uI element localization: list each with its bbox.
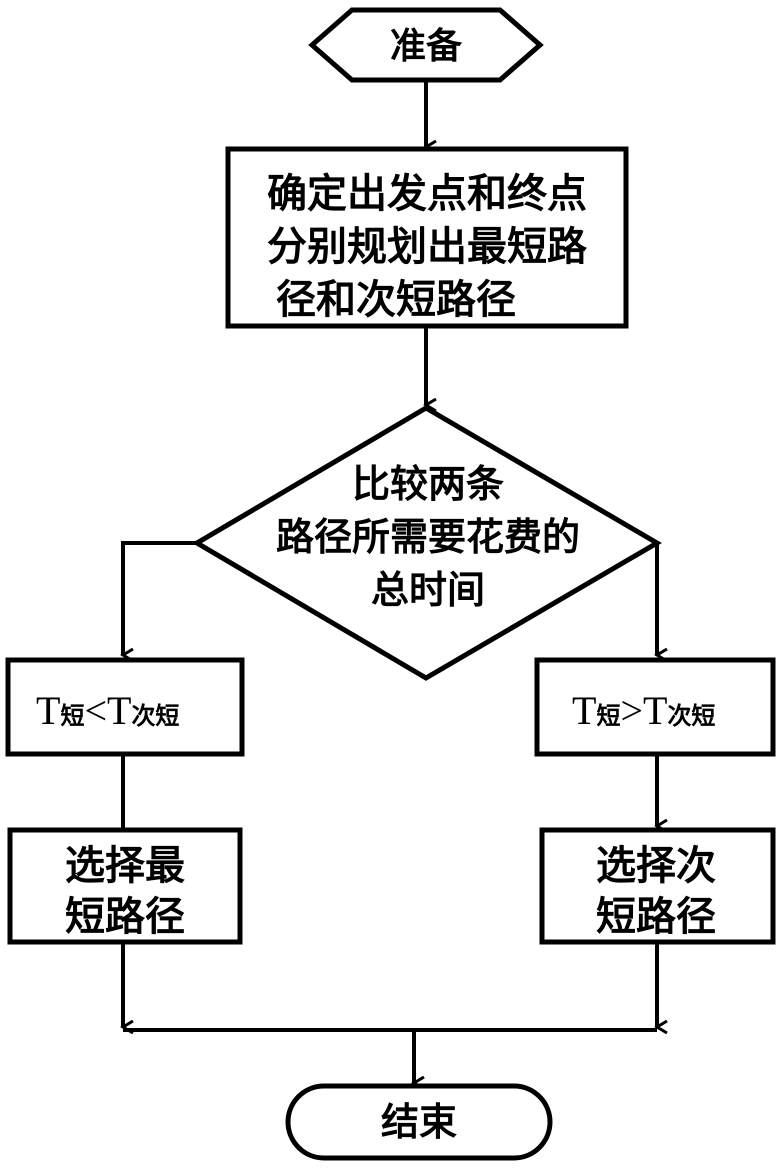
choose-second-line-1: 选择次: [596, 843, 716, 889]
compare-time-decision: 比较两条 路径所需要花费的 总时间: [192, 405, 662, 681]
choose-shortest-line-2: 短路径: [65, 894, 185, 940]
end-node: 结束: [285, 1083, 553, 1161]
decision-line-3: 总时间: [371, 568, 485, 612]
condition-longer-label: T短>T次短: [572, 688, 715, 733]
condition-shorter-box: T短<T次短: [5, 657, 245, 757]
plan-line-1: 确定出发点和终点: [267, 171, 587, 217]
choose-shortest-box: 选择最 短路径: [7, 827, 243, 945]
condition-shorter-label: T短<T次短: [36, 688, 179, 733]
end-label: 结束: [381, 1100, 457, 1144]
branch-left-connector: [123, 541, 197, 655]
decision-line-2: 路径所需要花费的: [276, 515, 580, 559]
start-node: 准备: [308, 7, 544, 83]
plan-route-box: 确定出发点和终点 分别规划出最短路 径和次短路径: [225, 146, 629, 329]
condition-longer-box: T短>T次短: [534, 657, 776, 757]
choose-second-box: 选择次 短路径: [539, 827, 776, 945]
plan-line-3: 径和次短路径: [276, 277, 516, 323]
choose-shortest-line-1: 选择最: [65, 843, 185, 889]
decision-line-1: 比较两条: [352, 462, 504, 506]
start-label: 准备: [390, 26, 463, 67]
plan-line-2: 分别规划出最短路: [267, 224, 588, 270]
choose-second-line-2: 短路径: [596, 894, 716, 940]
